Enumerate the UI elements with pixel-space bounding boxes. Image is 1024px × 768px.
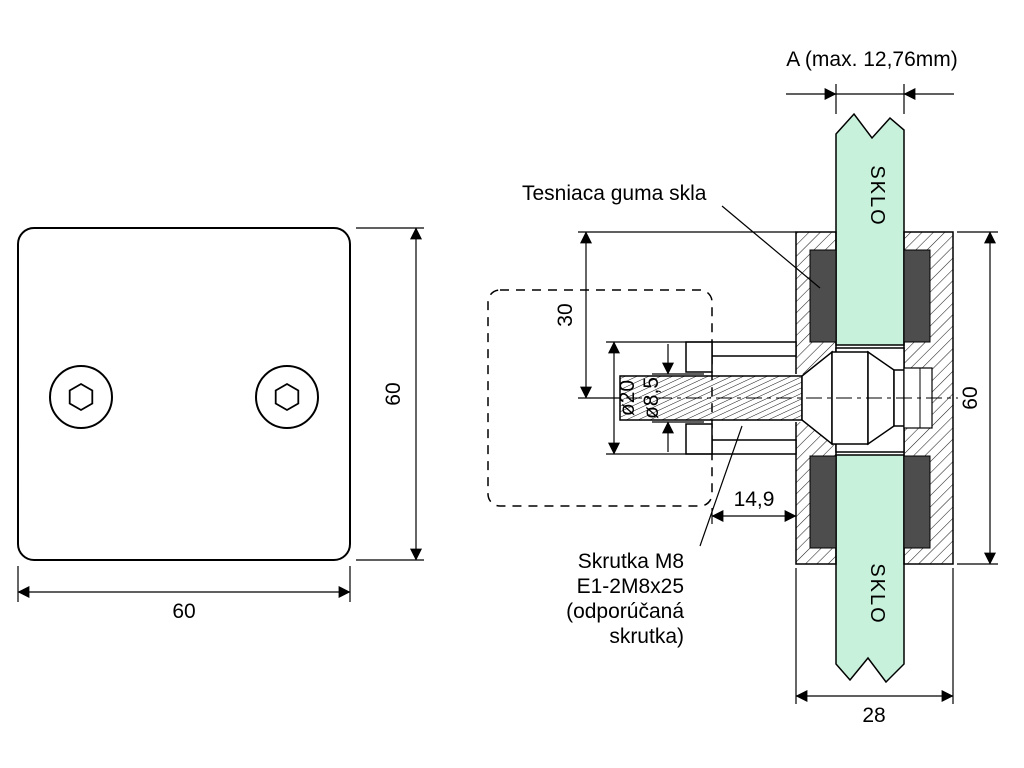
dim-top-to-axis-label: 30 <box>554 303 577 326</box>
screw-leader-line <box>699 425 743 547</box>
front-plate <box>17 227 351 561</box>
glass-pane-top <box>835 112 905 346</box>
dim-bore <box>606 341 712 455</box>
screw-label-line3: (odporúčaná <box>566 600 684 623</box>
dim-gap-label: A (max. 12,76mm) <box>786 48 958 71</box>
glass-top-label: SKLO <box>866 165 888 226</box>
dim-post-offset-label: 14,9 <box>734 488 775 511</box>
clamp-boss <box>685 341 797 455</box>
dim-front-height-label: 60 <box>382 382 405 405</box>
screw-label: Skrutka M8 E1-2M8x25 (odporúčaná skrutka… <box>566 550 684 648</box>
hex-socket-left-icon <box>68 382 94 412</box>
dim-section-width-label: 28 <box>862 704 885 727</box>
dim-section-width <box>795 568 954 704</box>
screw-label-line4: skrutka) <box>609 625 684 648</box>
rubber-gasket-bottom-left <box>809 455 837 549</box>
rubber-gasket-top-left <box>809 249 837 343</box>
post-profile-dashed <box>487 289 713 507</box>
screw-label-line1: Skrutka M8 <box>578 550 684 573</box>
dim-bore-label: ø20 <box>616 380 639 416</box>
dim-gap <box>786 84 954 114</box>
front-view: 60 60 <box>17 227 424 623</box>
dim-front-height <box>356 227 424 561</box>
dim-screw-hole <box>652 344 704 452</box>
dim-section-height-label: 60 <box>959 386 982 409</box>
hex-socket-right-icon <box>274 382 300 412</box>
rubber-label: Tesniaca guma skla <box>522 182 707 205</box>
screw-label-line2: E1-2M8x25 <box>577 575 684 598</box>
dim-screw-hole-label: ø8,5 <box>640 377 663 419</box>
dim-front-width-label: 60 <box>172 600 195 623</box>
glass-bottom-label: SKLO <box>866 563 888 624</box>
rubber-leader-line <box>721 205 821 289</box>
dim-section-height <box>957 231 998 565</box>
dim-front-width <box>17 566 351 602</box>
rubber-gasket-bottom-right <box>903 455 931 549</box>
rubber-gasket-top-right <box>903 249 931 343</box>
section-view: SKLO SKLO A (max. 12,76mm) 30 ø20 <box>487 48 998 727</box>
